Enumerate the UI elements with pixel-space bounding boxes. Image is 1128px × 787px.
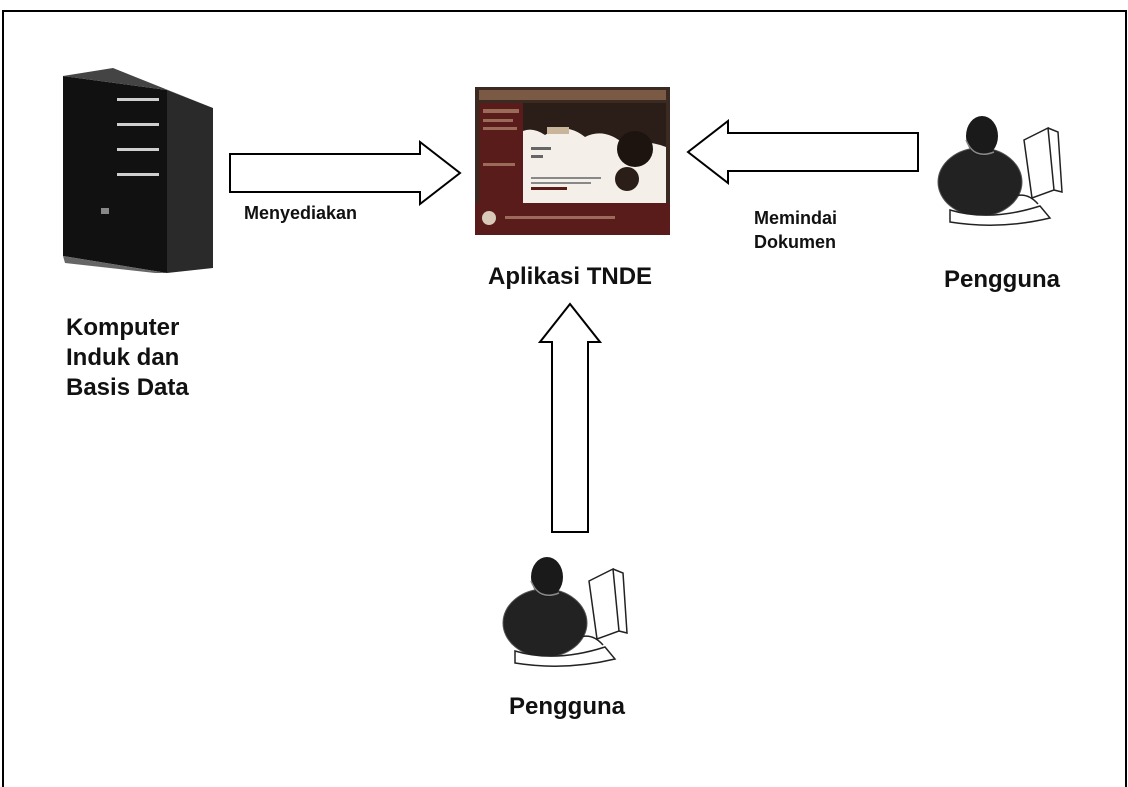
server-label-line-3: Basis Data <box>66 374 189 401</box>
server-node <box>55 68 220 273</box>
edge-label-line-2: Dokumen <box>754 232 837 252</box>
server-label: Komputer Induk dan Basis Data <box>66 313 189 403</box>
user-bottom-node <box>495 553 645 673</box>
app-node <box>475 87 670 235</box>
app-screenshot-icon <box>475 87 670 235</box>
person-at-computer-icon <box>502 557 628 667</box>
arrow-user-to-app <box>686 119 919 185</box>
server-label-line-2: Induk dan <box>66 344 180 371</box>
edge-label-memindai-dokumen: Memindai Dokumen <box>754 206 837 254</box>
server-label-line-1: Komputer <box>66 314 180 341</box>
arrow-server-to-app <box>229 140 462 206</box>
diagram-frame <box>2 10 1127 787</box>
arrow-bottom-user-to-app <box>538 302 602 533</box>
app-label: Aplikasi TNDE <box>488 263 653 290</box>
edge-label-menyediakan: Menyediakan <box>244 203 358 223</box>
server-icon <box>63 68 213 273</box>
edge-label-line-1: Memindai <box>754 208 838 228</box>
user-bottom-label: Pengguna <box>509 693 626 720</box>
user-right-node <box>930 110 1080 230</box>
user-right-label: Pengguna <box>944 266 1061 293</box>
person-at-computer-icon <box>937 116 1063 226</box>
